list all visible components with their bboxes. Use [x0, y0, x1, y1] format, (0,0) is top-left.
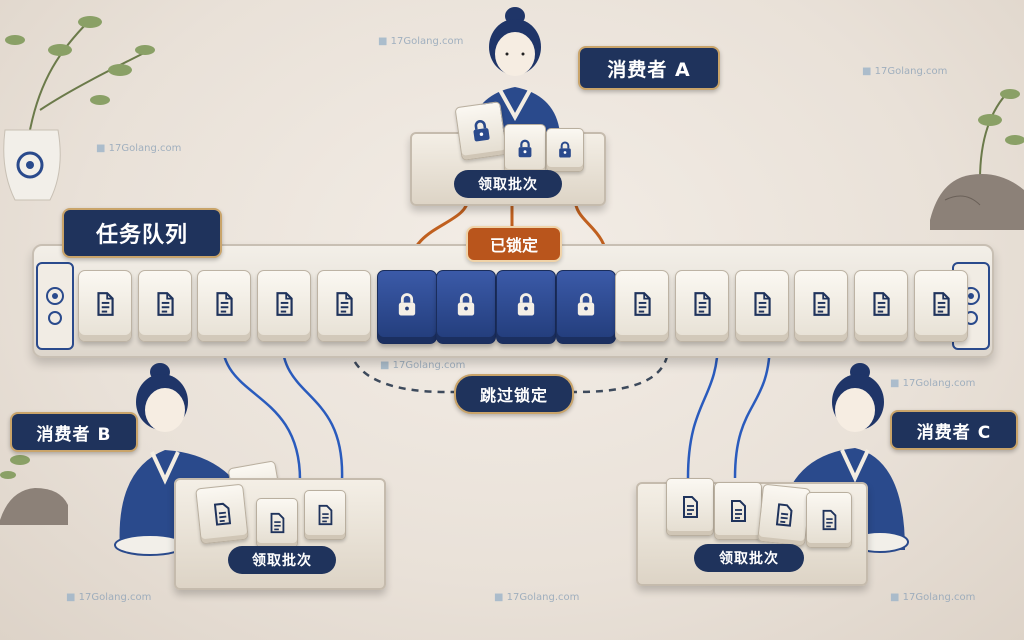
- batch-tile: [546, 128, 584, 172]
- document-icon: [731, 500, 746, 522]
- batch-tile: [256, 498, 298, 548]
- task-tile: [615, 270, 670, 342]
- task-tile: [257, 270, 312, 342]
- batch-tile: [806, 492, 852, 548]
- locked-task-tile: [376, 270, 437, 344]
- lock-icon: [393, 290, 421, 324]
- watermark: 17Golang.com: [494, 592, 580, 603]
- lock-icon: [452, 290, 480, 324]
- consumer-a-label: 消费者 A: [578, 46, 720, 90]
- watermark: 17Golang.com: [66, 592, 152, 603]
- document-icon: [868, 289, 894, 323]
- task-tile: [197, 270, 252, 342]
- batch-tile: [714, 482, 762, 540]
- document-icon: [689, 289, 715, 323]
- consumer-c-label: 消费者 C: [890, 410, 1018, 450]
- task-tile: [78, 270, 132, 342]
- batch-tile: [666, 478, 714, 536]
- rack-end-left: [36, 262, 74, 350]
- plant-rock-left: [0, 455, 68, 525]
- queue-title: 任务队列: [62, 208, 222, 258]
- task-tile: [913, 270, 968, 342]
- batch-tile: [195, 483, 249, 545]
- watermark: 17Golang.com: [380, 360, 466, 371]
- document-icon: [749, 289, 775, 323]
- lock-icon: [473, 120, 490, 142]
- watermark: 17Golang.com: [890, 592, 976, 603]
- task-tile: [137, 270, 192, 342]
- held-tile: [454, 101, 508, 161]
- watermark: 17Golang.com: [862, 66, 948, 77]
- document-icon: [822, 509, 837, 531]
- lock-icon: [572, 290, 600, 324]
- document-icon: [775, 503, 793, 527]
- document-icon: [318, 504, 333, 526]
- held-tile: [757, 483, 811, 547]
- consumer-b-label: 消费者 B: [10, 412, 138, 452]
- watermark: 17Golang.com: [378, 36, 464, 47]
- document-icon: [683, 496, 698, 518]
- document-icon: [213, 502, 232, 526]
- lock-icon: [559, 141, 571, 158]
- watermark: 17Golang.com: [96, 143, 182, 154]
- lock-icon: [512, 290, 540, 324]
- task-tile: [675, 270, 729, 342]
- document-icon: [92, 289, 118, 323]
- consumer-a-fetch-batch-label: 领取批次: [454, 170, 562, 198]
- consumer-b-fetch-batch-label: 领取批次: [228, 546, 336, 574]
- document-icon: [211, 289, 237, 323]
- consumer-c-fetch-batch-label: 领取批次: [694, 544, 804, 572]
- document-icon: [331, 289, 357, 323]
- locked-task-tile: [555, 270, 616, 344]
- locked-label: 已锁定: [466, 226, 562, 262]
- lock-icon: [518, 139, 532, 158]
- document-icon: [928, 289, 954, 323]
- document-icon: [270, 512, 285, 534]
- task-tile: [794, 270, 849, 342]
- batch-tile: [304, 490, 346, 540]
- task-tile: [854, 270, 909, 342]
- document-icon: [629, 289, 655, 323]
- batch-tile: [504, 124, 546, 174]
- skip-locked-label: 跳过锁定: [454, 374, 574, 414]
- watermark: 17Golang.com: [890, 378, 976, 389]
- task-tile: [734, 270, 789, 342]
- plant-vase-left: [3, 16, 155, 201]
- task-tile: [316, 270, 371, 342]
- locked-task-tile: [495, 270, 556, 344]
- locked-task-tile: [436, 270, 497, 344]
- document-icon: [152, 289, 178, 323]
- plant-rock-right: [930, 89, 1024, 230]
- document-icon: [808, 289, 834, 323]
- document-icon: [271, 289, 297, 323]
